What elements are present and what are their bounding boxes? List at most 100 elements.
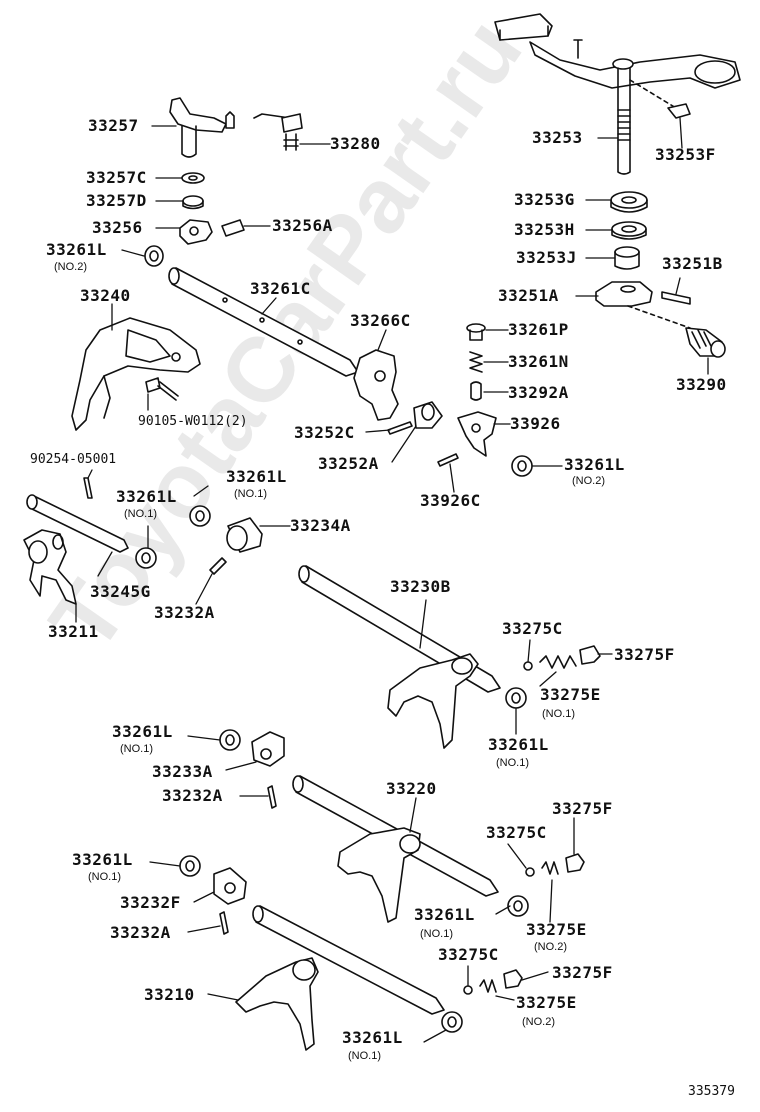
detent-33220 <box>525 853 585 877</box>
shaft-33211 <box>26 494 129 553</box>
fork-33230B <box>387 653 479 749</box>
label-33261L-b1: 33261L <box>488 735 549 754</box>
bush-33261L-b2 <box>179 855 201 877</box>
note-33261L-l1: (NO.1) <box>120 743 153 755</box>
note-33261L-b3: (NO.1) <box>348 1050 381 1062</box>
label-90105: 90105-W0112(2) <box>138 414 248 429</box>
label-33253G: 33253G <box>514 190 575 209</box>
part-33252A <box>413 401 443 429</box>
label-33251A: 33251A <box>498 286 559 305</box>
label-33292A: 33292A <box>508 383 569 402</box>
part-33251A <box>595 281 691 307</box>
label-33245G: 33245G <box>90 582 151 601</box>
note-33275E-2: (NO.2) <box>534 941 567 953</box>
label-33926C: 33926C <box>420 491 481 510</box>
fork-33210 <box>235 957 319 1051</box>
diagram-id: 335379 <box>688 1084 735 1099</box>
part-33257 <box>169 97 235 158</box>
label-33256A: 33256A <box>272 216 333 235</box>
label-33261L-b2: 33261L <box>72 850 133 869</box>
note-33261L-b1: (NO.1) <box>496 757 529 769</box>
pin-33232A-3 <box>219 911 229 935</box>
note-33261L-b2: (NO.1) <box>88 871 121 883</box>
label-33257D: 33257D <box>86 191 147 210</box>
shaft-33210 <box>252 905 445 1015</box>
label-33232F: 33232F <box>120 893 181 912</box>
label-33232A-3: 33232A <box>110 923 171 942</box>
label-33253F: 33253F <box>655 145 716 164</box>
label-33220: 33220 <box>386 779 437 798</box>
spring-33261N <box>469 351 483 373</box>
detent-33210 <box>463 969 523 995</box>
bolt-90105 <box>145 377 179 401</box>
bush-33261L-m1 <box>189 505 211 527</box>
label-33275C-1: 33275C <box>502 619 563 638</box>
label-33290: 33290 <box>676 375 727 394</box>
note-33275E-1: (NO.1) <box>542 708 575 720</box>
label-33257C: 33257C <box>86 168 147 187</box>
part-33256 <box>179 219 213 245</box>
label-33252C: 33252C <box>294 423 355 442</box>
label-33257: 33257 <box>88 116 139 135</box>
label-33253J: 33253J <box>516 248 577 267</box>
label-33253: 33253 <box>532 128 583 147</box>
label-33275C-3: 33275C <box>438 945 499 964</box>
label-33261L-right: 33261L <box>564 455 625 474</box>
plug-33261P <box>466 323 486 341</box>
seal-33253H <box>611 221 647 240</box>
label-33261L-top: 33261L <box>46 240 107 259</box>
label-33234A: 33234A <box>290 516 351 535</box>
note-33275E-3: (NO.2) <box>522 1016 555 1028</box>
note-33261L-l2: (NO.1) <box>420 928 453 940</box>
label-33261L-l2: 33261L <box>414 905 475 924</box>
note-33261L-m1: (NO.1) <box>234 488 267 500</box>
note-33261L-m2: (NO.1) <box>124 508 157 520</box>
bush-33261L-top <box>144 245 164 267</box>
note-33261L-right: (NO.2) <box>572 475 605 487</box>
label-33232A-2: 33232A <box>162 786 223 805</box>
part-33233A <box>251 731 285 767</box>
label-33275E-3: 33275E <box>516 993 577 1012</box>
label-33261L-l1: 33261L <box>112 722 173 741</box>
label-33275E-2: 33275E <box>526 920 587 939</box>
label-33230B: 33230B <box>390 577 451 596</box>
part-33253-lever <box>494 13 741 175</box>
label-33261L-b3: 33261L <box>342 1028 403 1047</box>
label-33211: 33211 <box>48 622 99 641</box>
label-33261L-m1: 33261L <box>226 467 287 486</box>
label-33275E-1: 33275E <box>540 685 601 704</box>
pin-33292A <box>470 381 482 401</box>
label-33261N: 33261N <box>508 352 569 371</box>
label-90254: 90254-05001 <box>30 452 117 467</box>
bush-33261L-right <box>511 455 533 477</box>
label-33926: 33926 <box>510 414 561 433</box>
label-33256: 33256 <box>92 218 143 237</box>
bush-33261L-m2 <box>135 547 157 569</box>
bush-33253J <box>614 246 640 270</box>
label-33261L-m2: 33261L <box>116 487 177 506</box>
part-33280 <box>253 113 303 151</box>
collar-33257D <box>182 195 204 210</box>
shaft-33261C <box>168 267 359 377</box>
fork-33211 <box>23 529 77 605</box>
pin-33232A-2 <box>267 785 277 809</box>
label-33266C: 33266C <box>350 311 411 330</box>
label-33233A: 33233A <box>152 762 213 781</box>
label-33275F-1: 33275F <box>614 645 675 664</box>
label-33210: 33210 <box>144 985 195 1004</box>
washer-33253G <box>610 191 648 213</box>
bush-33261L-b3 <box>441 1011 463 1033</box>
pin-33926C <box>437 453 459 467</box>
part-33232F <box>213 867 247 905</box>
label-33275C-2: 33275C <box>486 823 547 842</box>
bush-33261L-b1 <box>505 687 527 709</box>
label-33251B: 33251B <box>662 254 723 273</box>
bush-33261L-l1 <box>219 729 241 751</box>
pin-90254 <box>83 477 93 499</box>
detent-33230B <box>523 645 601 671</box>
label-33275F-3: 33275F <box>552 963 613 982</box>
label-33240: 33240 <box>80 286 131 305</box>
label-33280: 33280 <box>330 134 381 153</box>
